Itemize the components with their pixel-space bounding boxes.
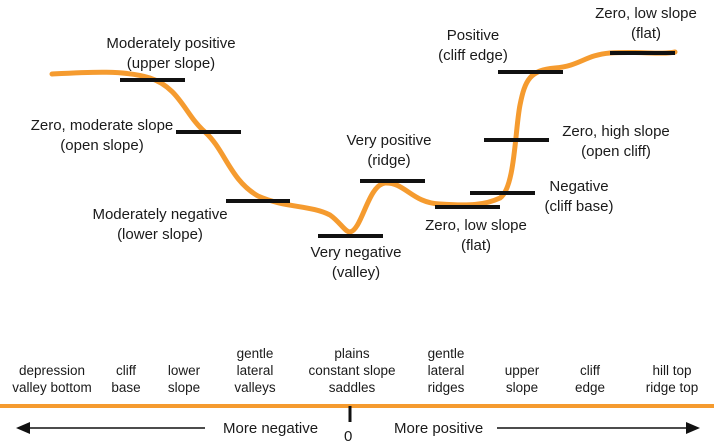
label-zero-high-slope: Zero, high slope(open cliff) xyxy=(562,123,670,160)
label-moderately-positive: Moderately positive(upper slope) xyxy=(106,35,236,72)
zero-label: 0 xyxy=(344,428,353,445)
label-zero-moderate-slope: Zero, moderate slope(open slope) xyxy=(30,117,174,154)
label-zero-low-slope-mid: Zero, low slope(flat) xyxy=(425,217,527,254)
terrain-profile-line xyxy=(49,49,678,235)
more-positive-label: More positive xyxy=(394,420,484,437)
label-very-positive: Very positive(ridge) xyxy=(346,132,432,169)
label-moderately-negative: Moderately negative(lower slope) xyxy=(92,206,228,243)
label-very-negative: Very negative(valley) xyxy=(310,244,402,281)
positive-arrow-head xyxy=(686,422,700,434)
label-negative-cliff-base: Negative(cliff base) xyxy=(544,178,614,215)
negative-arrow-head xyxy=(16,422,30,434)
more-negative-label: More negative xyxy=(223,420,319,437)
label-positive-cliff-edge: Positive(cliff edge) xyxy=(438,27,508,64)
index-bars xyxy=(120,51,675,238)
label-zero-low-slope-top: Zero, low slope(flat) xyxy=(595,5,697,42)
